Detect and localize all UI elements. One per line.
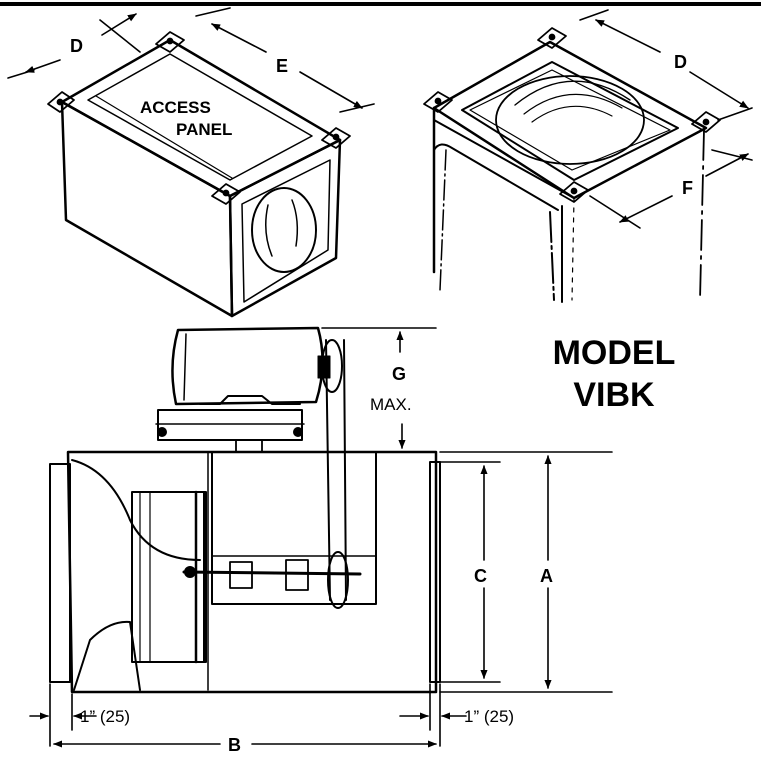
dimension-c: C (439, 461, 501, 683)
motor (171, 326, 324, 406)
dimension-b-label: B (228, 735, 241, 755)
access-panel-outline (87, 53, 313, 181)
outlet-flange (429, 461, 441, 683)
dimension-d-right-label: D (674, 52, 687, 72)
dimension-right-offset-label: 1” (25) (464, 707, 514, 726)
blower-pulley (327, 551, 349, 609)
model-label-line1: MODEL (553, 334, 676, 372)
housing-front-face (228, 138, 342, 318)
dimension-a: A (439, 451, 613, 693)
blower-housing-curve (71, 459, 201, 561)
dimension-f-label: F (682, 178, 693, 198)
side-elevation-view (49, 326, 441, 694)
dimension-c-label: C (474, 566, 487, 586)
dimension-g: G MAX. (321, 327, 437, 449)
housing-inlet-opening (251, 187, 317, 273)
blower-shaft (182, 570, 362, 576)
dimension-e-label: E (276, 56, 288, 76)
housing-isometric-view: ACCESS PANEL (47, 31, 351, 318)
housing-top-face (60, 38, 342, 198)
hanger-tabs-right-view (423, 27, 721, 203)
dimension-b: B (53, 735, 437, 755)
dimension-g-note: MAX. (370, 395, 412, 414)
dimension-left-offset-label: 1” (25) (80, 707, 130, 726)
dimension-a-label: A (540, 566, 553, 586)
drive-belt (325, 339, 331, 601)
dimension-d-left-label: D (70, 36, 83, 56)
collar-flange (432, 40, 708, 200)
dimension-right-offset: 1” (25) (399, 683, 514, 747)
motor-base (157, 409, 303, 441)
blower-wheel (131, 491, 207, 663)
dimension-d-left: D (7, 13, 141, 79)
dimension-e: E (195, 7, 375, 113)
dimension-f: F (589, 149, 753, 229)
hanger-tabs-left-view (47, 31, 351, 205)
dimension-left-offset: 1” (25) (29, 683, 130, 747)
collar-isometric-view (423, 27, 721, 303)
dimension-g-label: G (392, 364, 406, 384)
access-panel-label-line1: ACCESS (140, 98, 211, 117)
access-panel-label-line2: PANEL (176, 120, 232, 139)
model-label-line2: VIBK (573, 376, 655, 414)
bearing-frame (211, 451, 377, 605)
collar-round-opening (495, 75, 645, 165)
inlet-flange (49, 463, 71, 683)
dimension-d-right: D (579, 9, 753, 121)
